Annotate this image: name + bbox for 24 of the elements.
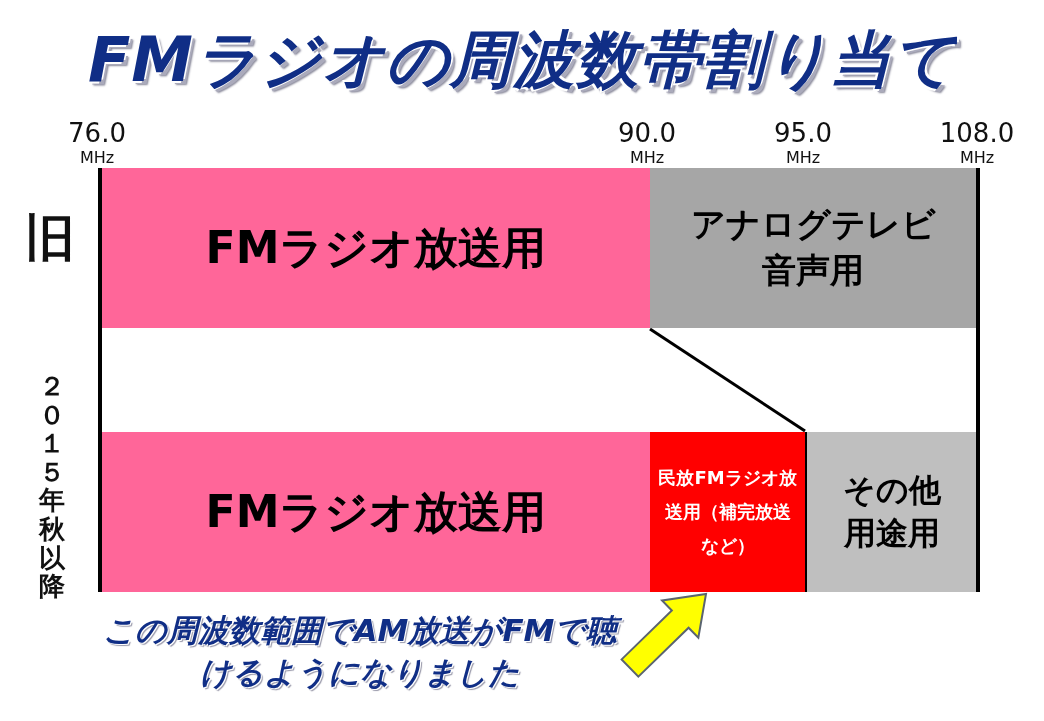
title: FMラジオの周波数帯割り当て [86,22,958,98]
band-box [650,432,805,592]
band-label: FMラジオ放送用 [205,221,547,276]
row-label: ２０１５年秋以降 [39,372,65,601]
tick-label: 76.0 [68,118,126,148]
band-label: その他用途用 [841,469,942,554]
unit-label: MHz [959,148,995,167]
unit-label: MHz [79,148,115,167]
row-label: 旧 [25,208,75,269]
callout-text: この周波数範囲でAM放送がFMで聴けるようになりました [100,610,620,694]
band-label: アナログテレビ音声用 [689,203,937,292]
connector-line [649,327,806,433]
unit-label: MHz [785,148,821,167]
tick-label: 95.0 [774,118,832,148]
band-box [102,168,650,328]
unit-label: MHz [629,148,665,167]
band-label: 民放FMラジオ放送用（補完放送など） [657,465,798,559]
band-box [102,432,650,592]
band-box [807,432,976,592]
band-box [650,168,976,328]
tick-label: 108.0 [939,118,1015,148]
block-arrow [620,592,708,678]
tick-label: 90.0 [618,118,676,148]
band-label: FMラジオ放送用 [205,485,547,540]
